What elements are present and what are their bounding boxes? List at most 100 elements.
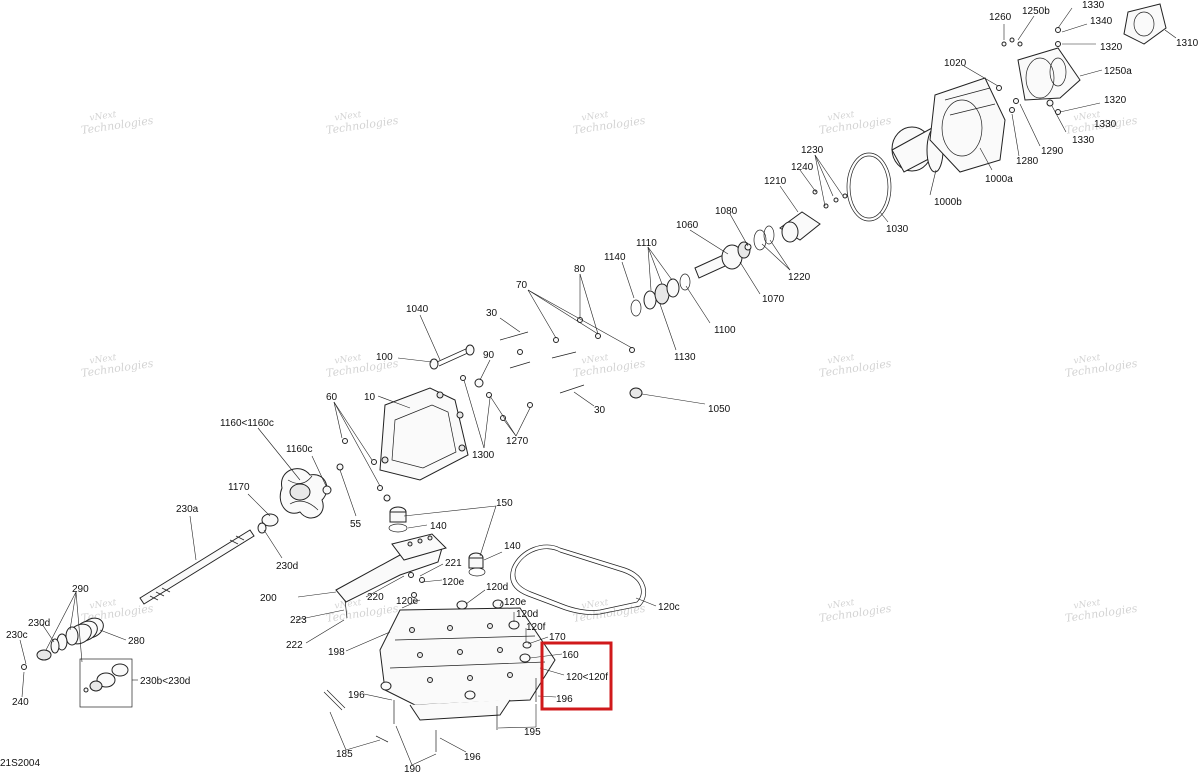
wear-ring-and-seal xyxy=(846,126,944,222)
callout-label: 1060 xyxy=(676,220,699,231)
callout-label: 230d xyxy=(276,561,298,572)
bearings-rings xyxy=(630,211,821,317)
callout-label: 70 xyxy=(516,280,528,291)
callout-label: 1160<1160c xyxy=(220,418,274,429)
callout-label: 1170 xyxy=(228,482,250,493)
svg-text:vNext: vNext xyxy=(581,598,609,612)
grommets xyxy=(388,506,486,577)
callout-label: 1250b xyxy=(1022,6,1050,17)
callout-label: 1020 xyxy=(944,58,967,69)
gasket xyxy=(510,544,647,615)
callout-label: 1110 xyxy=(636,238,657,249)
svg-text:vNext: vNext xyxy=(334,353,362,367)
venturi xyxy=(1017,47,1081,101)
svg-text:vNext: vNext xyxy=(827,110,855,124)
callout-label: 10 xyxy=(364,392,376,403)
impeller xyxy=(257,468,332,534)
callout-label: 1080 xyxy=(715,206,738,217)
callout-label: 55 xyxy=(350,519,362,530)
callout-label: 196 xyxy=(464,752,481,763)
drawing-number: 21S2004 xyxy=(0,758,40,769)
callout-label: 230a xyxy=(176,504,199,515)
callout-label: 1320 xyxy=(1104,95,1127,106)
svg-text:vNext: vNext xyxy=(334,110,362,124)
callout-label: 120c xyxy=(658,602,680,613)
callout-label: 120<120f xyxy=(566,672,608,683)
callout-label: 120e xyxy=(504,597,527,608)
support-bracket xyxy=(335,533,447,619)
callout-label: 1100 xyxy=(714,325,736,336)
ride-plate xyxy=(379,599,556,721)
callout-label: 198 xyxy=(328,647,345,658)
callout-label: 185 xyxy=(336,749,353,760)
svg-text:vNext: vNext xyxy=(827,598,855,612)
svg-text:vNext: vNext xyxy=(1073,353,1101,367)
callout-label: 190 xyxy=(404,764,421,774)
bottom-bolts xyxy=(323,678,537,752)
callout-label: 140 xyxy=(504,541,521,552)
callout-label: 1240 xyxy=(791,162,814,173)
svg-text:vNext: vNext xyxy=(581,110,609,124)
callout-label: 1210 xyxy=(764,176,787,187)
callout-label: 220 xyxy=(367,592,384,603)
callout-label: 1340 xyxy=(1090,16,1113,27)
callout-label: 1000a xyxy=(985,174,1013,185)
callout-label: 90 xyxy=(483,350,495,361)
callout-label: 1140 xyxy=(604,252,626,263)
callout-label: 1330 xyxy=(1072,135,1095,146)
parts-group xyxy=(21,3,1167,752)
callout-label: 230d xyxy=(28,618,50,629)
callout-label: 1130 xyxy=(674,352,696,363)
callout-label: 60 xyxy=(326,392,338,403)
callout-label: 100 xyxy=(376,352,393,363)
callout-label: 1160c xyxy=(286,444,313,455)
callout-label: 120d xyxy=(516,609,538,620)
callout-label: 80 xyxy=(574,264,586,275)
callout-label: 1330 xyxy=(1082,0,1105,11)
callout-label: 200 xyxy=(260,593,277,604)
callout-label: 1000b xyxy=(934,197,962,208)
callout-label: 120d xyxy=(486,582,508,593)
callout-label: 1050 xyxy=(708,404,731,415)
callout-label: 1250a xyxy=(1104,66,1132,77)
callout-label: 30 xyxy=(486,308,498,319)
callout-label: 222 xyxy=(286,640,303,651)
nozzle-housing xyxy=(929,77,1006,173)
svg-text:vNext: vNext xyxy=(581,353,609,367)
callout-label: 1310 xyxy=(1176,38,1199,49)
callout-label: 221 xyxy=(445,558,462,569)
callout-label: 1330 xyxy=(1094,119,1117,130)
callout-label: 1030 xyxy=(886,224,909,235)
callout-label: 1070 xyxy=(762,294,785,305)
svg-text:vNext: vNext xyxy=(827,353,855,367)
svg-text:vNext: vNext xyxy=(1073,598,1101,612)
callout-label: 1260 xyxy=(989,12,1012,23)
callout-label: 170 xyxy=(549,632,566,643)
steering-nozzle xyxy=(1123,3,1167,45)
hardware xyxy=(336,27,1061,502)
callout-label: 290 xyxy=(72,584,89,595)
callout-label: 230b<230d xyxy=(140,676,190,687)
boot-coupler xyxy=(21,617,104,670)
svg-text:vNext: vNext xyxy=(89,110,117,124)
callout-label: 1270 xyxy=(506,436,529,447)
leader-lines xyxy=(19,7,1177,766)
callout-label: 120f xyxy=(526,622,546,633)
callout-label: 30 xyxy=(594,405,606,416)
callout-label: 1040 xyxy=(406,304,429,315)
